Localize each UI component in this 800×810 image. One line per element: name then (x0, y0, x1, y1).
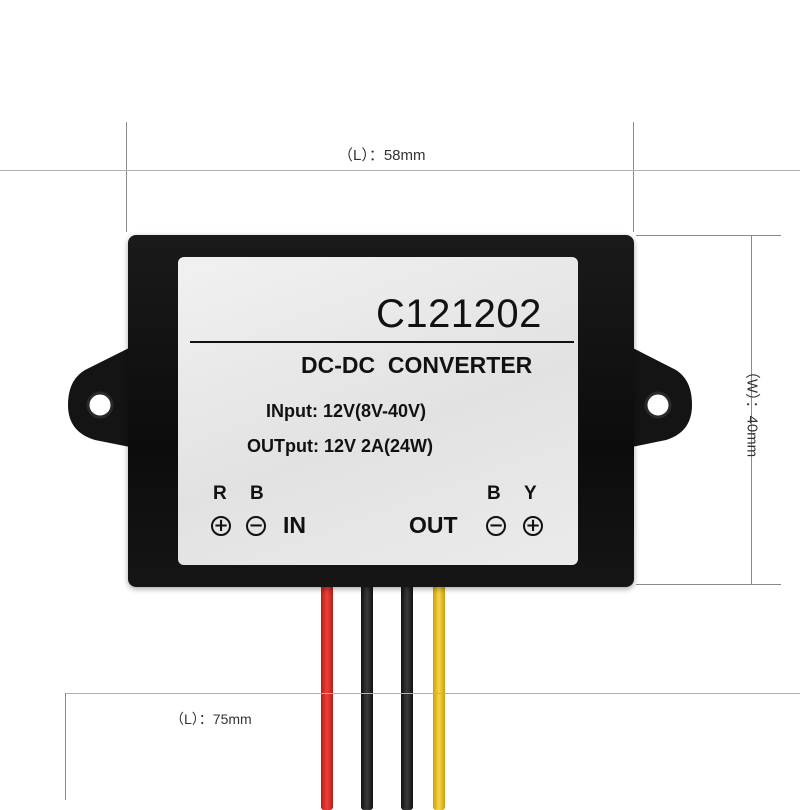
cable-dimension-line (65, 693, 800, 694)
in-pos-letter: R (213, 483, 227, 504)
minus-circle-icon: − (246, 516, 266, 536)
wire-black-2 (401, 580, 413, 810)
out-neg-letter: B (487, 483, 501, 504)
in-neg-letter: B (250, 483, 264, 504)
in-label: IN (283, 512, 306, 538)
converter-type: DC-DC CONVERTER (301, 352, 533, 378)
cable-length-label: （L）：75mm (170, 711, 252, 727)
side-dimension-top-tick (636, 235, 781, 236)
side-dimension-line (751, 235, 752, 585)
side-dimension-bottom-tick (636, 584, 781, 585)
model-number: C121202 (376, 292, 542, 336)
product-label (178, 257, 578, 565)
wire-red (321, 580, 333, 810)
input-spec: INput: 12V(8V-40V) (266, 401, 427, 421)
top-length-label: （L）：58mm (338, 147, 426, 164)
minus-circle-icon: − (486, 516, 506, 536)
model-underline (190, 341, 574, 343)
cable-dimension-left-tick (65, 693, 66, 800)
top-dimension-line (0, 170, 800, 171)
plus-circle-icon: + (523, 516, 543, 536)
wire-yellow (433, 580, 445, 810)
plus-circle-icon: + (211, 516, 231, 536)
out-pos-letter: Y (524, 483, 537, 504)
out-label: OUT (409, 512, 458, 538)
top-dimension-right-tick (633, 122, 634, 232)
output-spec: OUTput: 12V 2A(24W) (247, 436, 434, 456)
wire-black-1 (361, 580, 373, 810)
top-dimension-left-tick (126, 122, 127, 232)
